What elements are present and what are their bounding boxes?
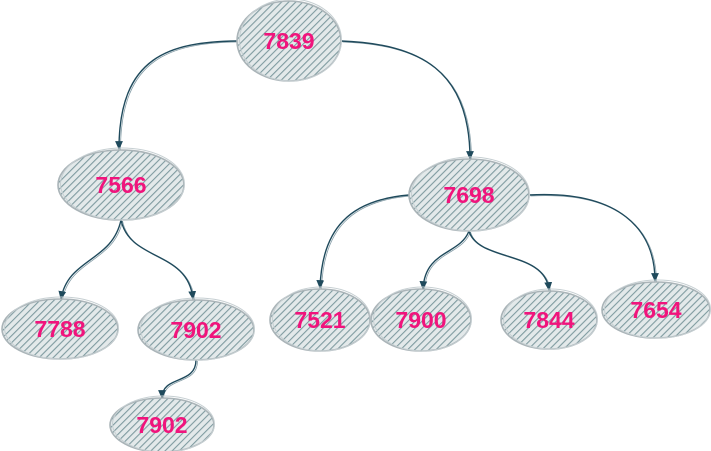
node-n7566: 7566 <box>57 147 185 221</box>
edge-sketch-line <box>342 41 472 161</box>
node-ellipse-sketch-outline <box>60 147 185 221</box>
edge-sketch-line <box>62 220 123 301</box>
node-n7788: 7788 <box>1 296 119 360</box>
node-label: 7698 <box>443 182 494 208</box>
node-label: 7566 <box>95 172 146 198</box>
edge-n7698-to-n7521 <box>316 194 410 289</box>
edge-sketch-line <box>122 220 195 301</box>
edge-sketch-line <box>321 195 411 290</box>
edge-n7839-to-n7566 <box>115 40 238 150</box>
node-ellipse-sketch-outline <box>4 296 119 360</box>
node-ellipse-sketch-outline <box>503 288 598 350</box>
edge-sketch-line <box>120 41 239 151</box>
node-n7654: 7654 <box>601 279 711 339</box>
node-label: 7654 <box>630 297 681 323</box>
edge-n7902a-to-n7902b <box>158 359 197 399</box>
edge-n7698-to-n7844 <box>468 230 553 291</box>
edge-sketch-line <box>163 360 198 400</box>
edges-layer <box>58 40 659 400</box>
edge-n7566-to-n7902a <box>120 219 197 300</box>
node-n7902a: 7902 <box>137 297 255 361</box>
node-label: 7902 <box>170 317 221 343</box>
edge-sketch-line <box>424 231 471 291</box>
node-ellipse-sketch-outline <box>140 297 255 361</box>
node-n7698: 7698 <box>408 156 530 232</box>
node-label: 7902 <box>136 412 187 438</box>
node-label: 7839 <box>263 28 314 54</box>
node-label: 7788 <box>34 316 85 342</box>
edge-sketch-line <box>530 195 657 283</box>
node-n7521: 7521 <box>269 286 371 352</box>
node-label: 7521 <box>294 307 345 333</box>
edge-n7698-to-n7654 <box>528 193 659 282</box>
node-n7902b: 7902 <box>109 395 215 451</box>
node-ellipse-sketch-outline <box>411 156 530 232</box>
node-ellipse-sketch-outline <box>373 286 472 352</box>
node-n7844: 7844 <box>500 288 598 350</box>
edge-n7566-to-n7788 <box>58 219 122 300</box>
edge-n7839-to-n7698 <box>340 40 474 160</box>
node-n7839: 7839 <box>236 0 342 82</box>
node-label: 7844 <box>523 307 574 333</box>
edge-sketch-line <box>470 231 551 292</box>
node-ellipse-sketch-outline <box>112 395 215 451</box>
edge-n7698-to-n7900 <box>419 230 470 290</box>
node-ellipse-sketch-outline <box>239 0 342 82</box>
node-n7900: 7900 <box>370 286 472 352</box>
node-label: 7900 <box>395 307 446 333</box>
